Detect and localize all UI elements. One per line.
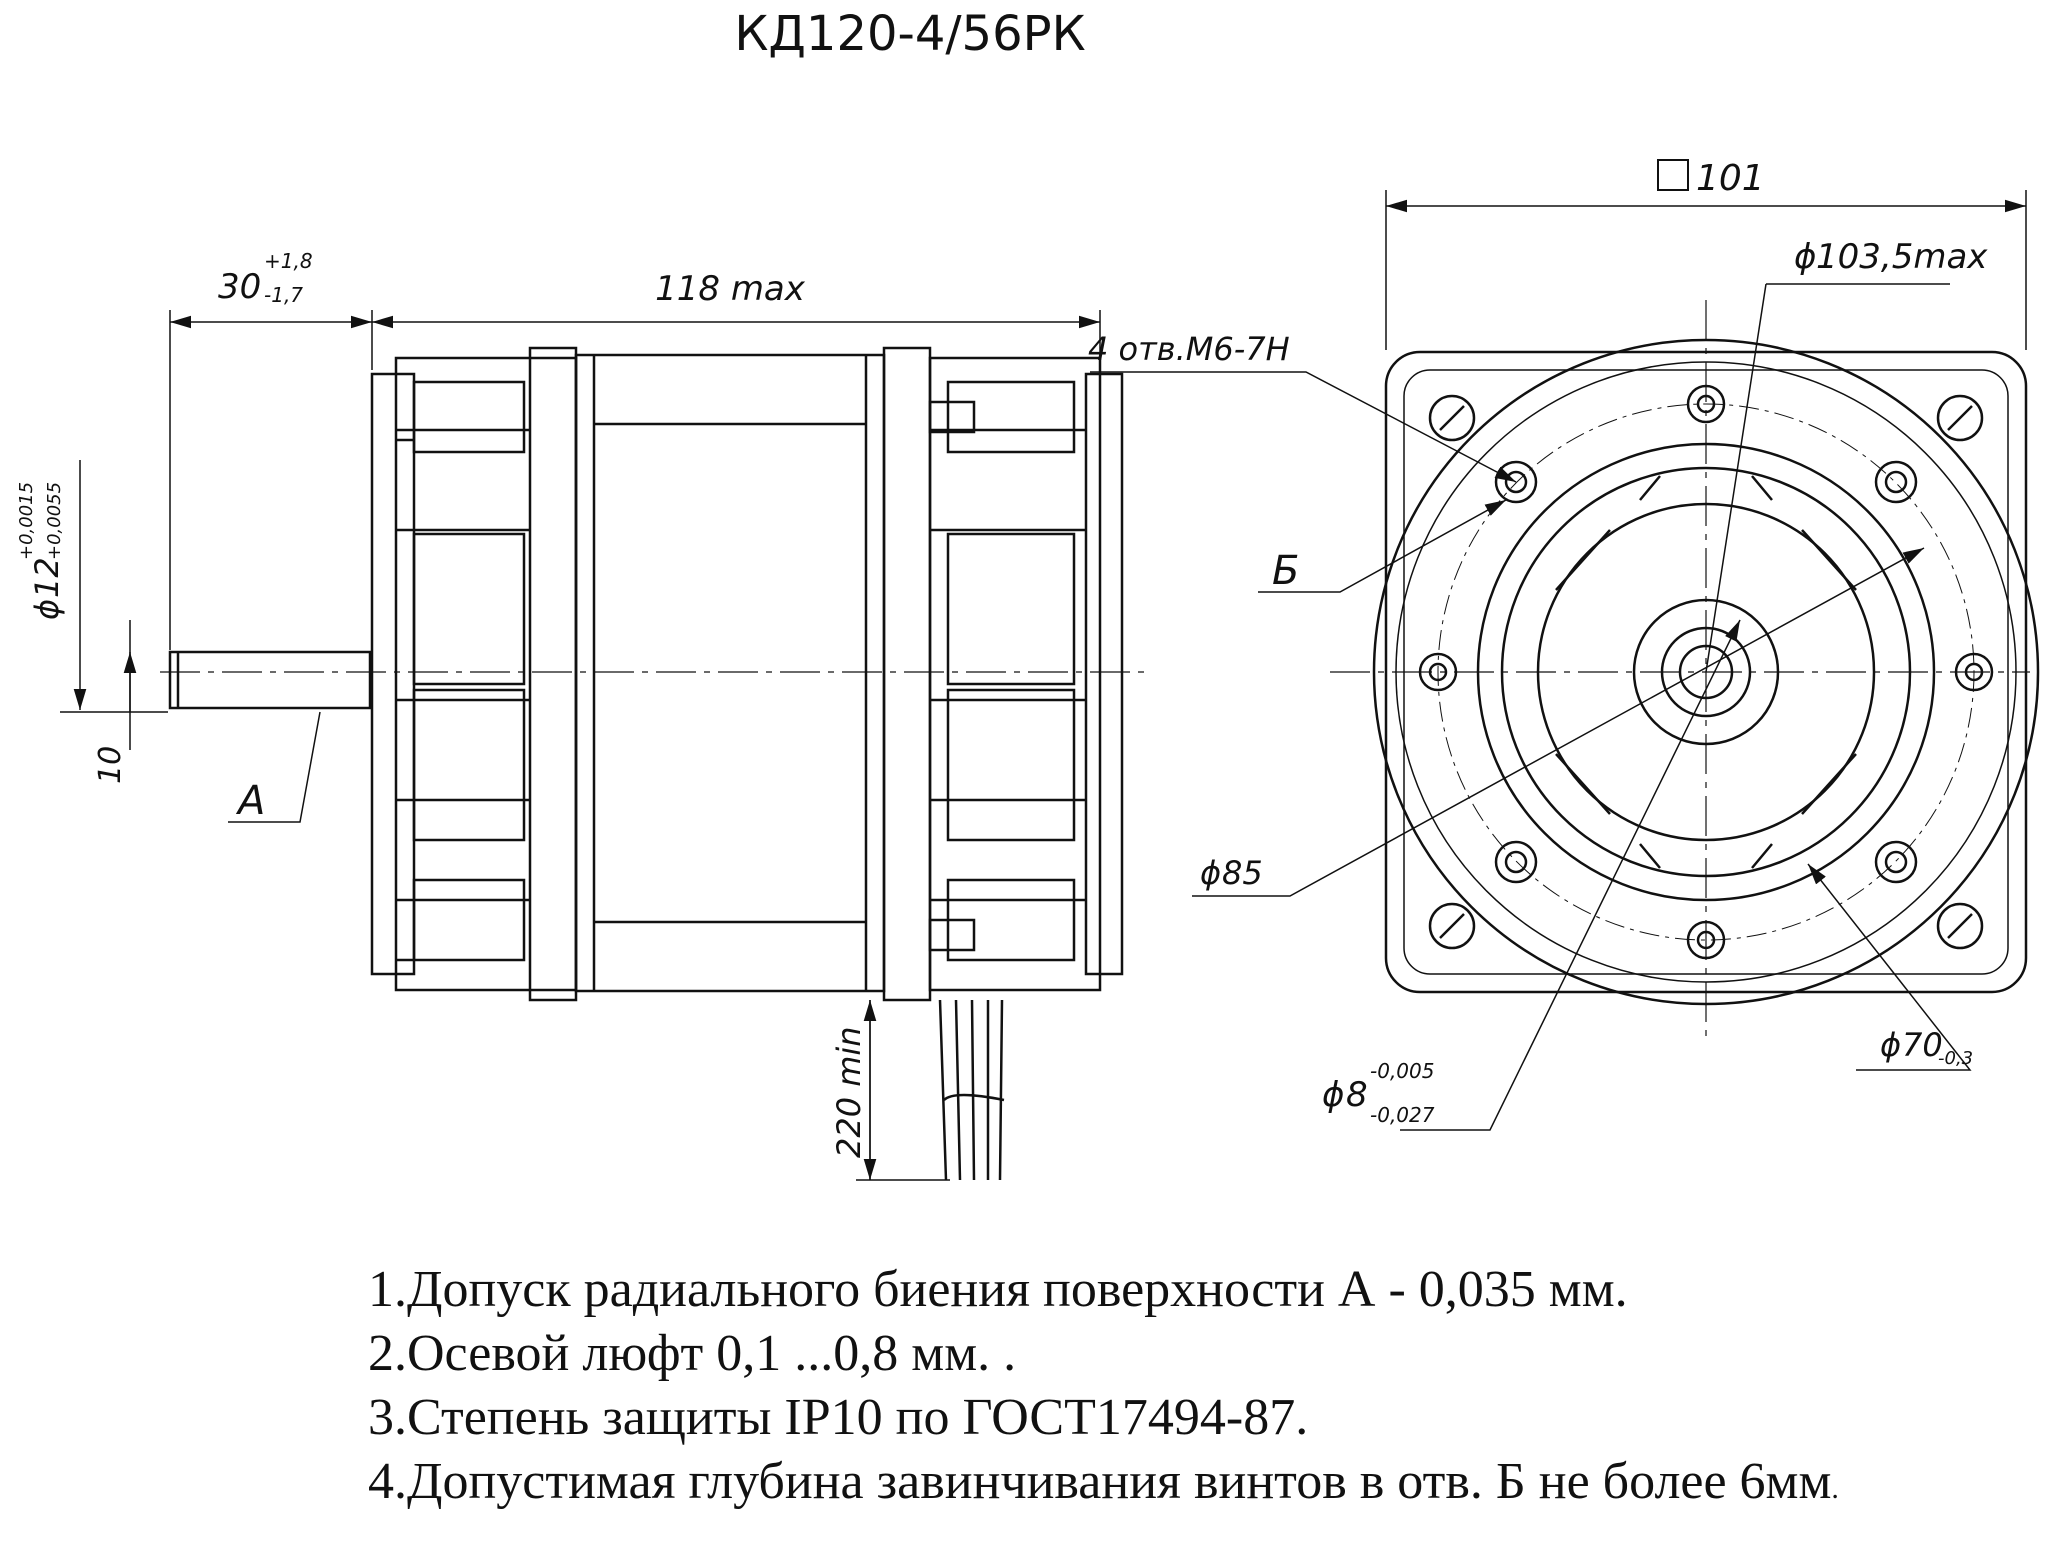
body-length-label: 118 max [655,269,806,309]
flat-length-label: 10 [93,746,128,784]
bolt-circle-label: 85 [1222,854,1263,892]
bolt-circle-symbol: ϕ [1200,854,1221,892]
front-dimensions [1090,159,2027,1131]
hole-b-label: Б [1272,548,1299,594]
note-3: 3.Степень защиты IP10 по ГОСТ17494-87. [368,1389,1309,1446]
note-4-text: 4.Допустимая глубина завинчивания винтов… [368,1453,1832,1510]
note-1: 1.Допуск радиального биения поверхности … [368,1261,1628,1318]
shaft-extension-tol-lower: -1,7 [264,283,303,307]
outer-diameter-symbol: ϕ [1794,237,1816,277]
inner-shaft-tol-upper: -0,005 [1370,1059,1434,1083]
note-2: 2.Осевой люфт 0,1 ...0,8 мм. . [368,1325,1017,1382]
shaft-extension-tol-upper: +1,8 [264,249,313,273]
inner-shaft-symbol: ϕ [1322,1075,1344,1115]
note-4-period: . [1831,1472,1839,1505]
shaft-extension-label: 30 [218,267,261,307]
note-4: 4.Допустимая глубина завинчивания винтов… [368,1450,2008,1521]
square-symbol [1657,159,1689,191]
spigot-diameter-label: 70 [1902,1026,1943,1064]
shaft-diameter-label: 12 [28,557,66,598]
shaft-diameter-symbol: ϕ [28,599,66,620]
holes-label: 4 отв.М6-7Н [1088,330,1290,368]
drawing-title: КД120-4/56РК [734,6,1085,62]
lead-length-label: 220 min [830,1026,868,1158]
inner-shaft-label: 8 [1346,1075,1368,1115]
spigot-diameter-symbol: ϕ [1880,1026,1901,1064]
outer-diameter-label: 103,5max [1816,237,1988,277]
side-view [160,346,1150,1181]
inner-shaft-tol-lower: -0,027 [1370,1103,1435,1127]
square-size-label: 101 [1696,158,1765,199]
surface-a-label: А [235,778,265,824]
front-view [1330,300,2040,1040]
spigot-tol-label: -0,3 [1938,1048,1973,1069]
shaft-tol-upper: +0,0015 [16,482,37,560]
shaft-tol-lower: +0,0055 [44,482,65,560]
notes-block: 1.Допуск радиального биения поверхности … [368,1258,2008,1521]
side-dimensions [60,310,1101,1181]
